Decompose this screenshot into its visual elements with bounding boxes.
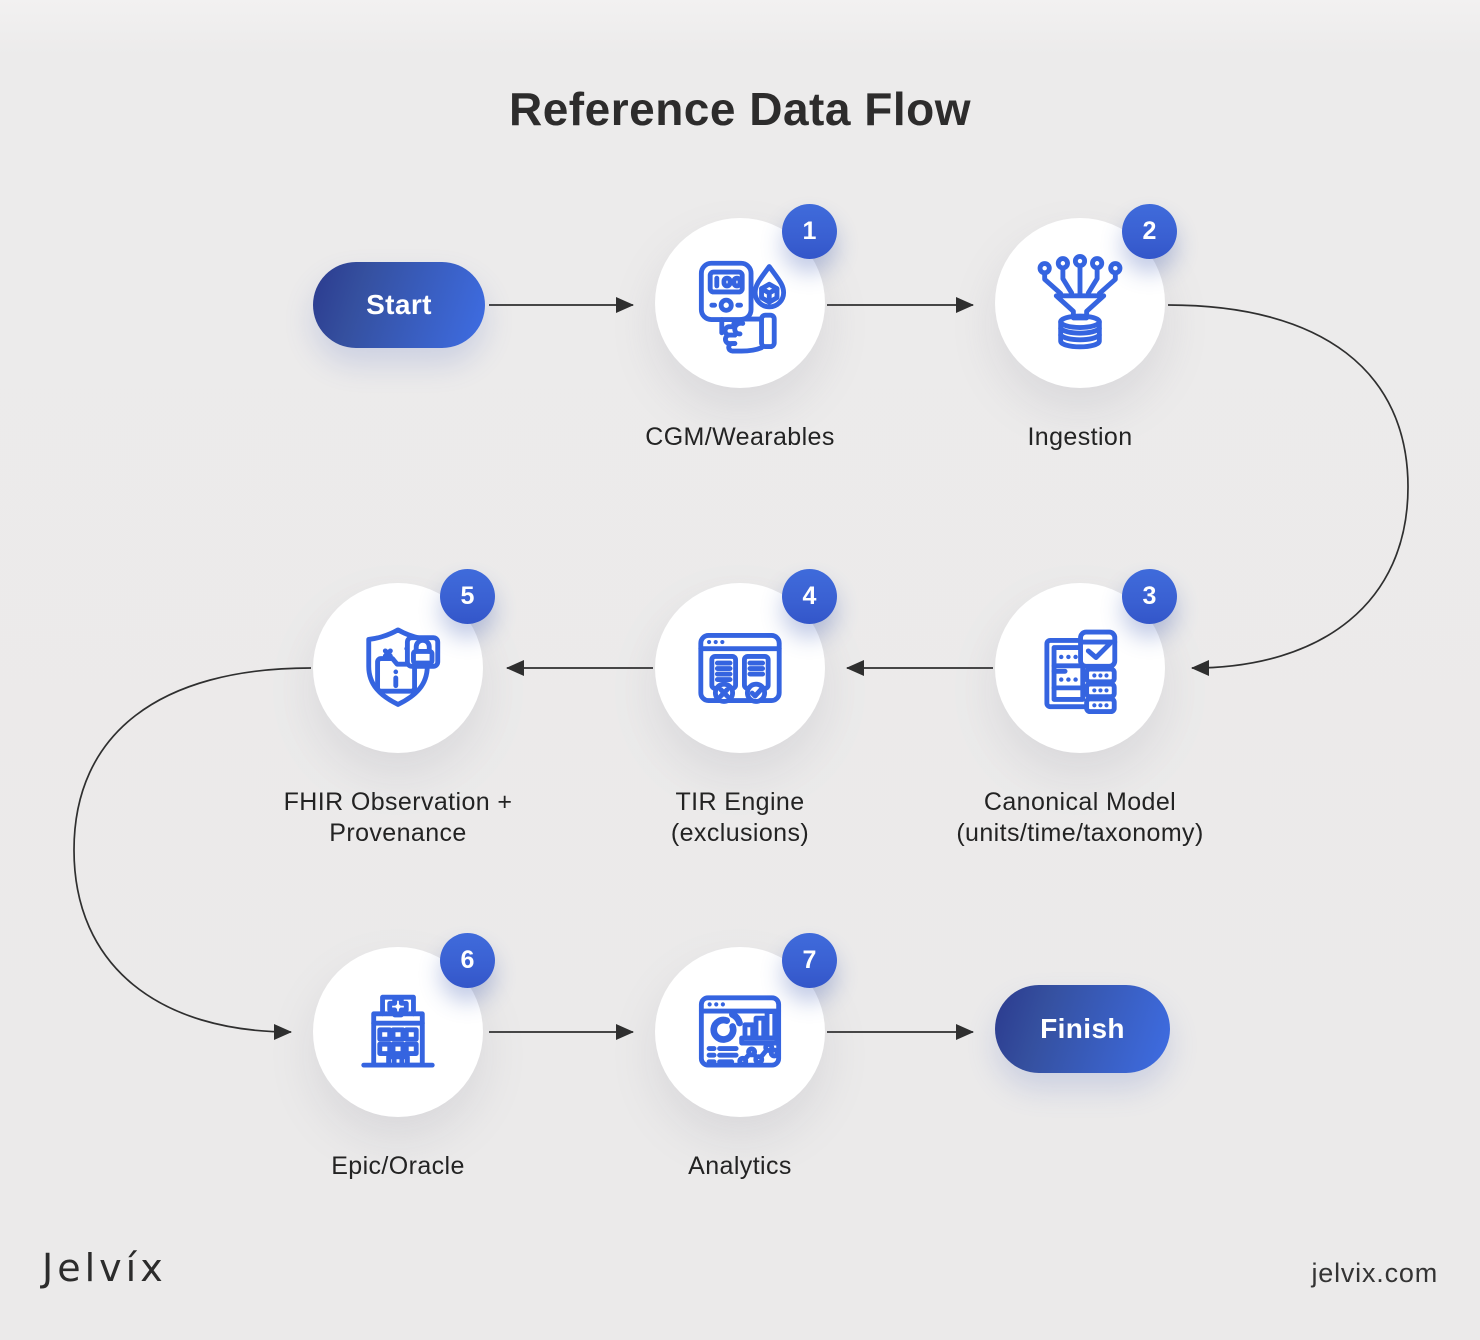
window-compare-icon: [687, 615, 793, 721]
step-number-badge: 5: [440, 569, 495, 624]
step-circle: 2: [995, 204, 1177, 388]
finish-label: Finish: [1040, 1013, 1125, 1044]
step-circle: 5: [313, 569, 495, 753]
step-label: FHIR Observation + Provenance: [283, 788, 513, 847]
step-number-badge: 4: [782, 569, 837, 624]
step-label: TIR Engine (exclusions): [670, 788, 810, 847]
start-node: Start: [313, 262, 485, 348]
step-node-fhir-observation: 5 FHIR Observation + Provenance: [284, 569, 512, 847]
step-number-badge: 7: [782, 933, 837, 988]
step-node-tir-engine: 4 TIR Engine (exclusions): [655, 569, 837, 847]
step-node-epic-oracle: 6 Epic/Oracle: [313, 933, 495, 1180]
step-label: Analytics: [688, 1152, 792, 1180]
start-label: Start: [366, 289, 432, 320]
step-node-ingestion: 2 Ingestion: [995, 204, 1177, 451]
funnel-database-icon: [1027, 250, 1133, 356]
step-circle: 6: [313, 933, 495, 1117]
server-check-icon: [1027, 615, 1133, 721]
finish-node: Finish: [995, 985, 1170, 1073]
step-label: Ingestion: [1027, 423, 1133, 451]
step-number-badge: 2: [1122, 204, 1177, 259]
step-number-badge: 6: [440, 933, 495, 988]
step-label: CGM/Wearables: [645, 423, 835, 451]
step-number-badge: 1: [782, 204, 837, 259]
step-node-canonical-model: 3 Canonical Model (units/time/taxonomy): [956, 569, 1203, 847]
page-title: Reference Data Flow: [509, 83, 971, 135]
jelvix-logo: Jelvíx: [42, 1246, 167, 1290]
step-circle: 3: [995, 569, 1177, 753]
step-circle: 4: [655, 569, 837, 753]
glucometer-hand-icon: [687, 250, 793, 356]
step-label: Epic/Oracle: [331, 1152, 465, 1180]
shield-folder-lock-icon: [345, 615, 451, 721]
step-circle: 7: [655, 933, 837, 1117]
arrow-step2-to-step3: [1167, 304, 1409, 676]
hospital-building-icon: [345, 979, 451, 1085]
website-link: jelvix.com: [1311, 1258, 1438, 1288]
dashboard-charts-icon: [687, 979, 793, 1085]
step-number-badge: 3: [1122, 569, 1177, 624]
arrow-step5-to-step6: [73, 667, 312, 1040]
step-node-analytics: 7 Analytics: [655, 933, 837, 1180]
step-node-cgm-wearables: 1 CGM/Wearables: [645, 204, 837, 451]
step-circle: 1: [655, 204, 837, 388]
step-label: Canonical Model (units/time/taxonomy): [956, 788, 1204, 847]
